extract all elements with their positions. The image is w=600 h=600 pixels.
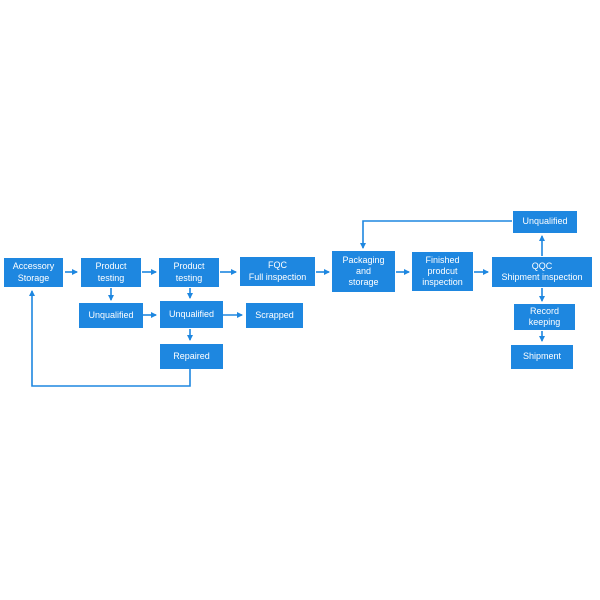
node-unqualified-mid: Unqualified [160, 301, 223, 328]
node-product-testing-1: Product testing [81, 258, 141, 287]
node-fqc-full-inspection: FQC Full inspection [240, 257, 315, 286]
connector-unqualified-top-to-packaging [360, 220, 512, 249]
node-shipment: Shipment [511, 345, 573, 369]
node-record-keeping: Record keeping [514, 304, 575, 330]
node-scrapped: Scrapped [246, 303, 303, 328]
node-finished-product-inspection: Finished prodcut inspection [412, 252, 473, 291]
connector-repaired-to-accessory [29, 290, 191, 387]
node-qqc-shipment-inspection: QQC Shipment inspection [492, 257, 592, 287]
node-packaging-and-storage: Packaging and storage [332, 251, 395, 292]
node-accessory-storage: Accessory Storage [4, 258, 63, 287]
node-unqualified-left: Unqualified [79, 303, 143, 328]
node-product-testing-2: Product testing [159, 258, 219, 287]
node-unqualified-top: Unqualified [513, 211, 577, 233]
node-repaired: Repaired [160, 344, 223, 369]
